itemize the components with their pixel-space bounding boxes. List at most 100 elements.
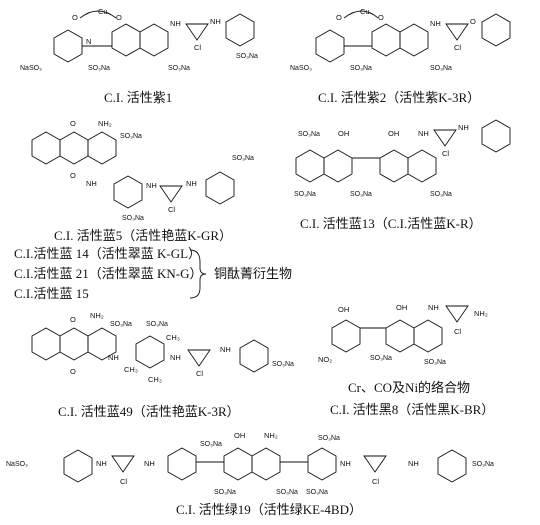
caption-blue5: C.I. 活性蓝5（活性艳蓝K-GR） <box>54 228 232 243</box>
so3na-group: SO₃Na <box>236 53 258 60</box>
o-atom: O <box>70 315 76 324</box>
cl-atom: Cl <box>372 477 379 486</box>
so3na-group: SO₃Na <box>168 65 190 72</box>
so3na-group: SO₃Na <box>294 191 316 198</box>
ch3-group: CH₃ <box>148 375 162 384</box>
caption-black8: C.I. 活性黑8（活性黑K-BR） <box>330 402 494 417</box>
so3na-group: SO₃Na <box>122 215 144 222</box>
structure-green19: NaSO₃ NH Cl NH SO₃Na OH NH₂ SO₃Na SO₃Na … <box>6 431 494 517</box>
caption-blue21: C.I.活性蓝 21（活性翠蓝 KN-G） <box>14 266 203 281</box>
naphthalene-ring-icon <box>371 23 401 57</box>
caption-blue14: C.I.活性蓝 14（活性翠蓝 K-GL） <box>14 246 201 261</box>
so3na-group: SO₃Na <box>350 65 372 72</box>
naphthalene-ring-icon <box>223 447 253 481</box>
cl-atom: Cl <box>454 327 461 336</box>
cl-atom: Cl <box>196 369 203 378</box>
nh-group: NH <box>340 459 351 468</box>
benzene-ring-icon <box>481 13 511 47</box>
o-atom: O <box>72 13 78 22</box>
complex-note: Cr、CO及Ni的络合物 <box>348 380 470 395</box>
so3na-group: SO₃Na <box>146 321 168 328</box>
nh2-group: NH₂ <box>474 309 488 318</box>
anthraquinone-ring-icon <box>87 327 117 361</box>
so3na-group: SO₃Na <box>276 489 298 496</box>
cl-atom: Cl <box>442 149 449 158</box>
so3na-group: SO₃Na <box>272 361 294 368</box>
nh-group: NH <box>220 345 231 354</box>
benzene-ring-icon <box>437 449 467 483</box>
nh-group: NH <box>144 459 155 468</box>
oh-group: OH <box>338 129 349 138</box>
nh-group: NH <box>108 353 119 362</box>
naphthalene-ring-icon <box>295 149 325 183</box>
oh-group: OH <box>388 129 399 138</box>
benzene-ring-icon <box>63 449 93 483</box>
cl-atom: Cl <box>168 205 175 214</box>
nh-group: NH <box>146 181 157 190</box>
anthraquinone-ring-icon <box>31 327 61 361</box>
structure-violet1: N O Cu O NH Cl NH SO₃Na NaSO₃ SO₃Na SO₃N… <box>20 7 258 105</box>
chlorotriazine-icon <box>433 129 457 147</box>
chlorotriazine-icon <box>159 185 183 203</box>
chlorotriazine-icon <box>111 455 135 473</box>
naphthalene-ring-icon <box>399 23 429 57</box>
benzene-ring-icon <box>53 29 83 63</box>
caption-violet1: C.I. 活性紫1 <box>104 90 172 105</box>
o-atom: O <box>336 13 342 22</box>
anthraquinone-ring-icon <box>87 131 117 165</box>
nh2-group: NH₂ <box>264 431 278 440</box>
caption-violet2: C.I. 活性紫2（活性紫K-3R） <box>318 90 480 105</box>
structure-violet2: O Cu O NH Cl O NaSO₃ SO₃Na SO₃Na C.I. 活性… <box>290 7 511 105</box>
oh-group: OH <box>396 303 407 312</box>
phthalocyanine-list: C.I.活性蓝 14（活性翠蓝 K-GL） C.I.活性蓝 21（活性翠蓝 KN… <box>14 246 292 301</box>
ch3-group: CH₃ <box>166 333 180 342</box>
no2-group: NO₂ <box>318 355 332 364</box>
o-atom: O <box>70 171 76 180</box>
o-atom: O <box>70 119 76 128</box>
nh-group: NH <box>418 129 429 138</box>
benzene-ring-icon <box>205 171 235 205</box>
so3na-group: SO₃Na <box>430 65 452 72</box>
so3na-group: SO₃Na <box>232 155 254 162</box>
naso3-group: NaSO₃ <box>20 65 42 72</box>
naso3-group: NaSO₃ <box>6 461 28 468</box>
nh-group: NH <box>86 179 97 188</box>
benzene-ring-icon <box>307 447 337 481</box>
naphthalene-ring-icon <box>413 319 443 353</box>
benzene-ring-icon <box>135 335 165 369</box>
cl-atom: Cl <box>120 477 127 486</box>
anthraquinone-ring-icon <box>31 131 61 165</box>
so3na-group: SO₃Na <box>424 359 446 366</box>
so3na-group: SO₃Na <box>120 133 142 140</box>
so3na-group: SO₃Na <box>298 131 320 138</box>
naso3-group: NaSO₃ <box>290 65 312 72</box>
oh-group: OH <box>338 305 349 314</box>
naphthalene-ring-icon <box>379 149 409 183</box>
nh-group: NH <box>408 459 419 468</box>
ch3-group: CH₃ <box>124 365 138 374</box>
cl-atom: Cl <box>194 43 201 52</box>
o-atom: O <box>116 13 122 22</box>
nh2-group: NH₂ <box>90 311 104 320</box>
caption-blue15: C.I.活性蓝 15 <box>14 286 89 301</box>
so3na-group: SO₃Na <box>370 355 392 362</box>
caption-blue13: C.I. 活性蓝13（C.I.活性蓝K-R） <box>300 216 482 231</box>
benzene-ring-icon <box>167 447 197 481</box>
brace-icon <box>189 249 207 299</box>
anthraquinone-ring-icon <box>59 131 89 165</box>
benzene-ring-icon <box>315 29 345 63</box>
phthalocyanine-note: 铜酞菁衍生物 <box>214 266 292 281</box>
chlorotriazine-icon <box>445 23 469 41</box>
cl-atom: Cl <box>454 43 461 52</box>
o-atom: O <box>378 13 384 22</box>
nh-group: NH <box>96 459 107 468</box>
oh-group: OH <box>234 431 245 440</box>
structure-blue49: O O NH₂ SO₃Na NH SO₃Na CH₃ CH₃ CH₃ NH Cl… <box>31 311 294 419</box>
o-atom: O <box>70 367 76 376</box>
anthraquinone-ring-icon <box>59 327 89 361</box>
caption-blue49: C.I. 活性蓝49（活性艳蓝K-3R） <box>58 404 240 419</box>
so3na-group: SO₃Na <box>430 191 452 198</box>
benzene-ring-icon <box>225 13 255 47</box>
naphthalene-ring-icon <box>407 149 437 183</box>
